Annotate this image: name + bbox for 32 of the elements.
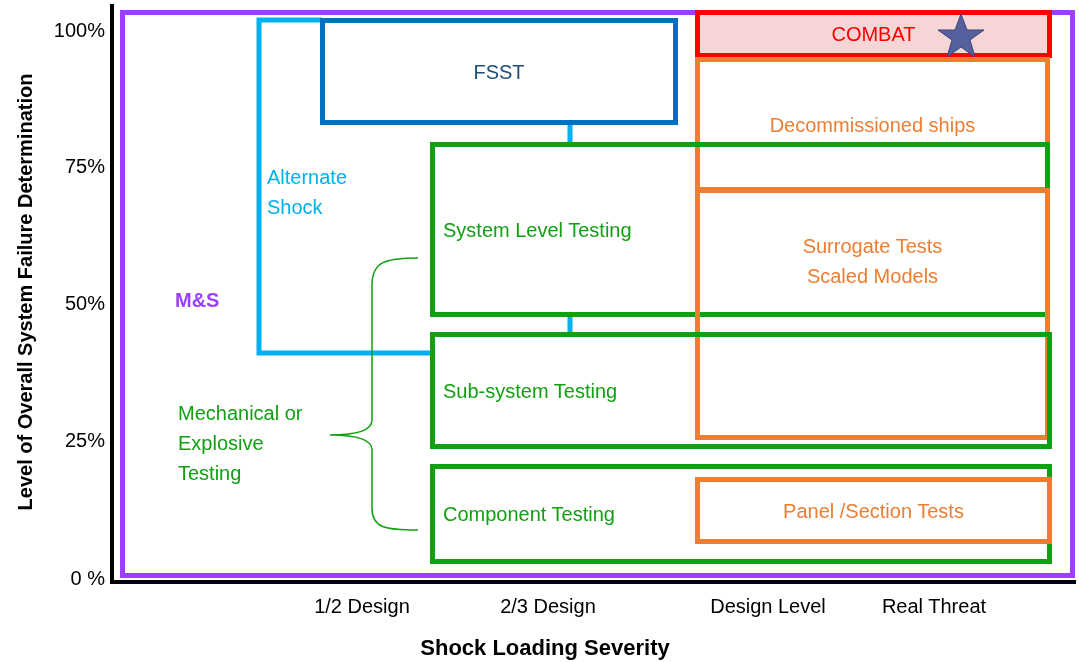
tick-label: Design Level [710, 594, 826, 618]
tick-label: 100% [53, 18, 105, 42]
tick-label: 2/3 Design [500, 594, 596, 618]
box-label: Sub-system Testing [443, 378, 618, 404]
tick-label: 1/2 Design [314, 594, 410, 618]
box-label: Surrogate Tests Scaled Models [801, 234, 944, 289]
process-box [695, 10, 1052, 58]
region-box [120, 10, 1075, 578]
tick-label: 75% [64, 154, 105, 178]
axis-title: Shock Loading Severity [420, 635, 670, 661]
box-label: Panel /Section Tests [783, 498, 964, 524]
box-label: Decommissioned ships [769, 112, 976, 138]
connector-line [567, 317, 573, 332]
box-label: System Level Testing [443, 217, 632, 243]
connector-line [567, 125, 573, 142]
process-box [695, 477, 1052, 544]
process-box [430, 464, 1052, 564]
tick-label: 50% [64, 291, 105, 315]
process-box [320, 18, 678, 125]
region-label: Alternate Shock [267, 165, 349, 220]
group-label: Mechanical or Explosive Testing [178, 401, 304, 486]
box-label: Component Testing [443, 502, 615, 527]
tick-label: 0 % [70, 566, 105, 590]
axis-title: Level of Overall System Failure Determination [13, 73, 37, 511]
tick-label: 25% [64, 428, 105, 452]
process-box [430, 142, 1050, 317]
tick-label: Real Threat [881, 594, 987, 618]
process-box [430, 332, 1052, 449]
box-label: COMBAT [831, 22, 916, 47]
process-box [695, 188, 1050, 440]
box-label: FSST [473, 59, 525, 85]
region-title: M&S [175, 288, 220, 313]
